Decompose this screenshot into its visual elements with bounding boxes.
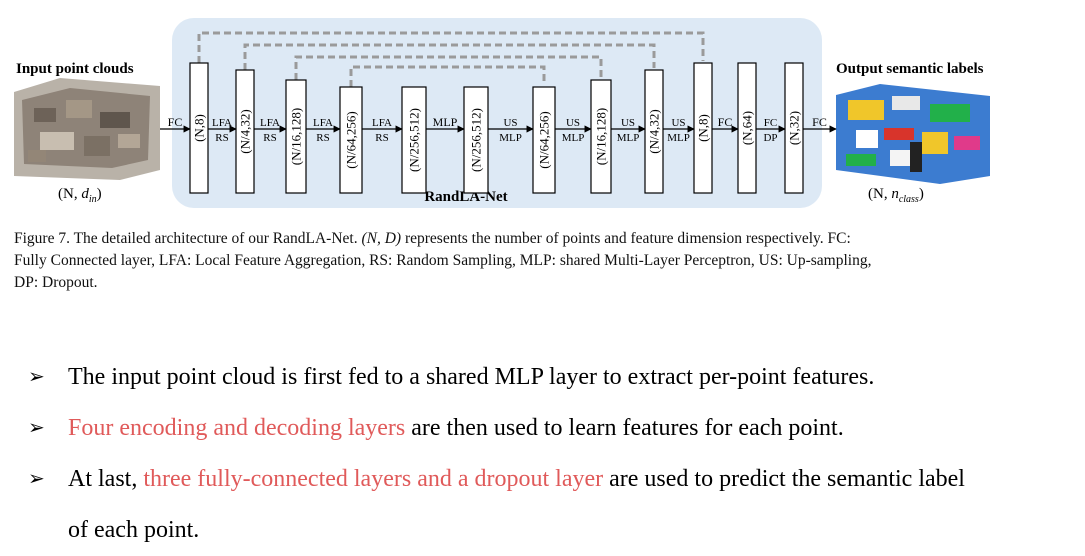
edge-12: FC DP: [756, 117, 786, 144]
feature-block-10: (N,8): [693, 62, 713, 194]
feature-block-12: (N,32): [784, 62, 804, 194]
edge-6: MLP: [426, 115, 465, 133]
caption-text-1: represents the number of points and feat…: [404, 230, 851, 247]
edge-sub-label: MLP: [562, 132, 585, 144]
architecture-diagram: Input point clouds Output semantic label…: [14, 18, 990, 208]
bullet-1: ➢ The input point cloud is first fed to …: [28, 352, 1085, 403]
edge-op-label: US: [621, 117, 635, 129]
bullet-3-highlight: three fully-connected layers and a dropo…: [143, 466, 604, 492]
edge-sub-label: DP: [763, 132, 777, 144]
feature-block-label: (N/4,32): [647, 109, 662, 153]
feature-block-label: (N,8): [696, 114, 711, 142]
feature-block-label: (N/64,256): [537, 111, 552, 168]
skip-connection-2: [243, 43, 656, 70]
edge-sub-label: MLP: [499, 132, 522, 144]
edge-sub-label: MLP: [667, 132, 690, 144]
input-shape-label: (N, din): [58, 186, 102, 205]
edge-2: LFA RS: [208, 117, 237, 144]
input-point-cloud-image: [14, 78, 160, 180]
bullet-list: ➢ The input point cloud is first fed to …: [28, 352, 1085, 556]
feature-block-label: (N/16,128): [594, 108, 609, 165]
edge-op-label: FC: [764, 117, 777, 129]
output-shape-label: (N, nclass): [868, 186, 924, 205]
edge-3: LFA RS: [254, 117, 287, 144]
edge-4: LFA RS: [306, 117, 341, 144]
bullet-3-text: are used to predict the semantic label: [603, 466, 965, 492]
feature-block-3: (N/16,128): [285, 79, 307, 194]
edge-sub-label: RS: [375, 132, 388, 144]
feature-blocks: (N,8) (N/4,32) (N/16,128) (N/64,256) (N/256,…: [189, 62, 804, 194]
skip-connection-3: [294, 55, 603, 80]
feature-block-4: (N/64,256): [339, 86, 363, 194]
edge-sub-label: RS: [263, 132, 276, 144]
feature-block-label: (N,64): [740, 111, 755, 145]
bullet-2-text: are then used to learn features for each…: [405, 415, 844, 441]
feature-block-7: (N/64,256): [532, 86, 556, 194]
edge-sub-label: RS: [316, 132, 329, 144]
layer-edges: FC LFA RS LFA RS LFA RS LFA RS MLP US MLP US MLP US MLP…: [160, 115, 837, 144]
feature-block-label: (N/16,128): [289, 108, 304, 165]
edge-sub-label: RS: [215, 132, 228, 144]
caption-math: (N, D): [361, 230, 402, 247]
edge-op-label: MLP: [433, 115, 458, 129]
input-title: Input point clouds: [16, 61, 134, 77]
caption-line-2: Fully Connected layer, LFA: Local Featur…: [14, 252, 872, 269]
feature-block-label: (N/256,512): [469, 108, 484, 172]
feature-block-9: (N/4,32): [644, 69, 664, 194]
figure-caption: Figure 7. The detailed architecture of o…: [14, 228, 1074, 294]
edge-13: FC: [803, 115, 837, 133]
feature-block-label: (N/4,32): [238, 109, 253, 153]
arrowhead-bullet-icon: ➢: [28, 468, 45, 490]
bullet-3-continuation: of each point.: [68, 517, 200, 543]
arrowhead-bullet-icon: ➢: [28, 366, 45, 388]
caption-line-3: DP: Dropout.: [14, 274, 98, 291]
skip-connection-4: [349, 65, 546, 87]
feature-block-6: (N/256,512): [463, 86, 489, 194]
feature-block-label: (N/256,512): [407, 108, 422, 172]
feature-block-2: (N/4,32): [235, 69, 255, 194]
feature-block-8: (N/16,128): [590, 79, 612, 194]
edge-5: LFA RS: [362, 117, 403, 144]
feature-block-1: (N,8): [189, 62, 209, 194]
edge-10: US MLP: [663, 117, 695, 144]
feature-block-label: (N/64,256): [344, 111, 359, 168]
feature-block-label: (N,32): [787, 111, 802, 145]
edge-op-label: LFA: [313, 117, 333, 129]
arrowhead-bullet-icon: ➢: [28, 417, 45, 439]
edge-op-label: FC: [812, 115, 827, 129]
edge-op-label: FC: [168, 115, 183, 129]
edge-op-label: US: [503, 117, 517, 129]
output-semantic-labels-image: [836, 84, 990, 184]
edge-sub-label: MLP: [617, 132, 640, 144]
feature-block-11: (N,64): [737, 62, 757, 194]
feature-block-label: (N,8): [192, 114, 207, 142]
edge-11: FC: [712, 115, 739, 133]
bullet-3: ➢ At last, three fully-connected layers …: [28, 454, 1085, 505]
edge-7: US MLP: [488, 117, 534, 144]
edge-op-label: LFA: [372, 117, 392, 129]
bullet-2: ➢ Four encoding and decoding layers are …: [28, 403, 1085, 454]
output-title: Output semantic labels: [836, 61, 984, 77]
skip-connection-1: [197, 31, 705, 63]
edge-op-label: FC: [718, 115, 733, 129]
edge-1: FC: [160, 115, 191, 133]
edge-8: US MLP: [555, 117, 592, 144]
edge-op-label: US: [566, 117, 580, 129]
skip-connections: [197, 31, 705, 87]
bullet-1-text: The input point cloud is first fed to a …: [68, 364, 875, 390]
edge-op-label: LFA: [260, 117, 280, 129]
bullet-3-prefix: At last,: [68, 466, 144, 492]
feature-block-5: (N/256,512): [401, 86, 427, 194]
edge-op-label: US: [671, 117, 685, 129]
caption-figure: Figure 7. The detailed architecture of o…: [14, 230, 358, 247]
edge-op-label: LFA: [212, 117, 232, 129]
bullet-2-highlight: Four encoding and decoding layers: [68, 415, 406, 441]
edge-9: US MLP: [611, 117, 646, 144]
